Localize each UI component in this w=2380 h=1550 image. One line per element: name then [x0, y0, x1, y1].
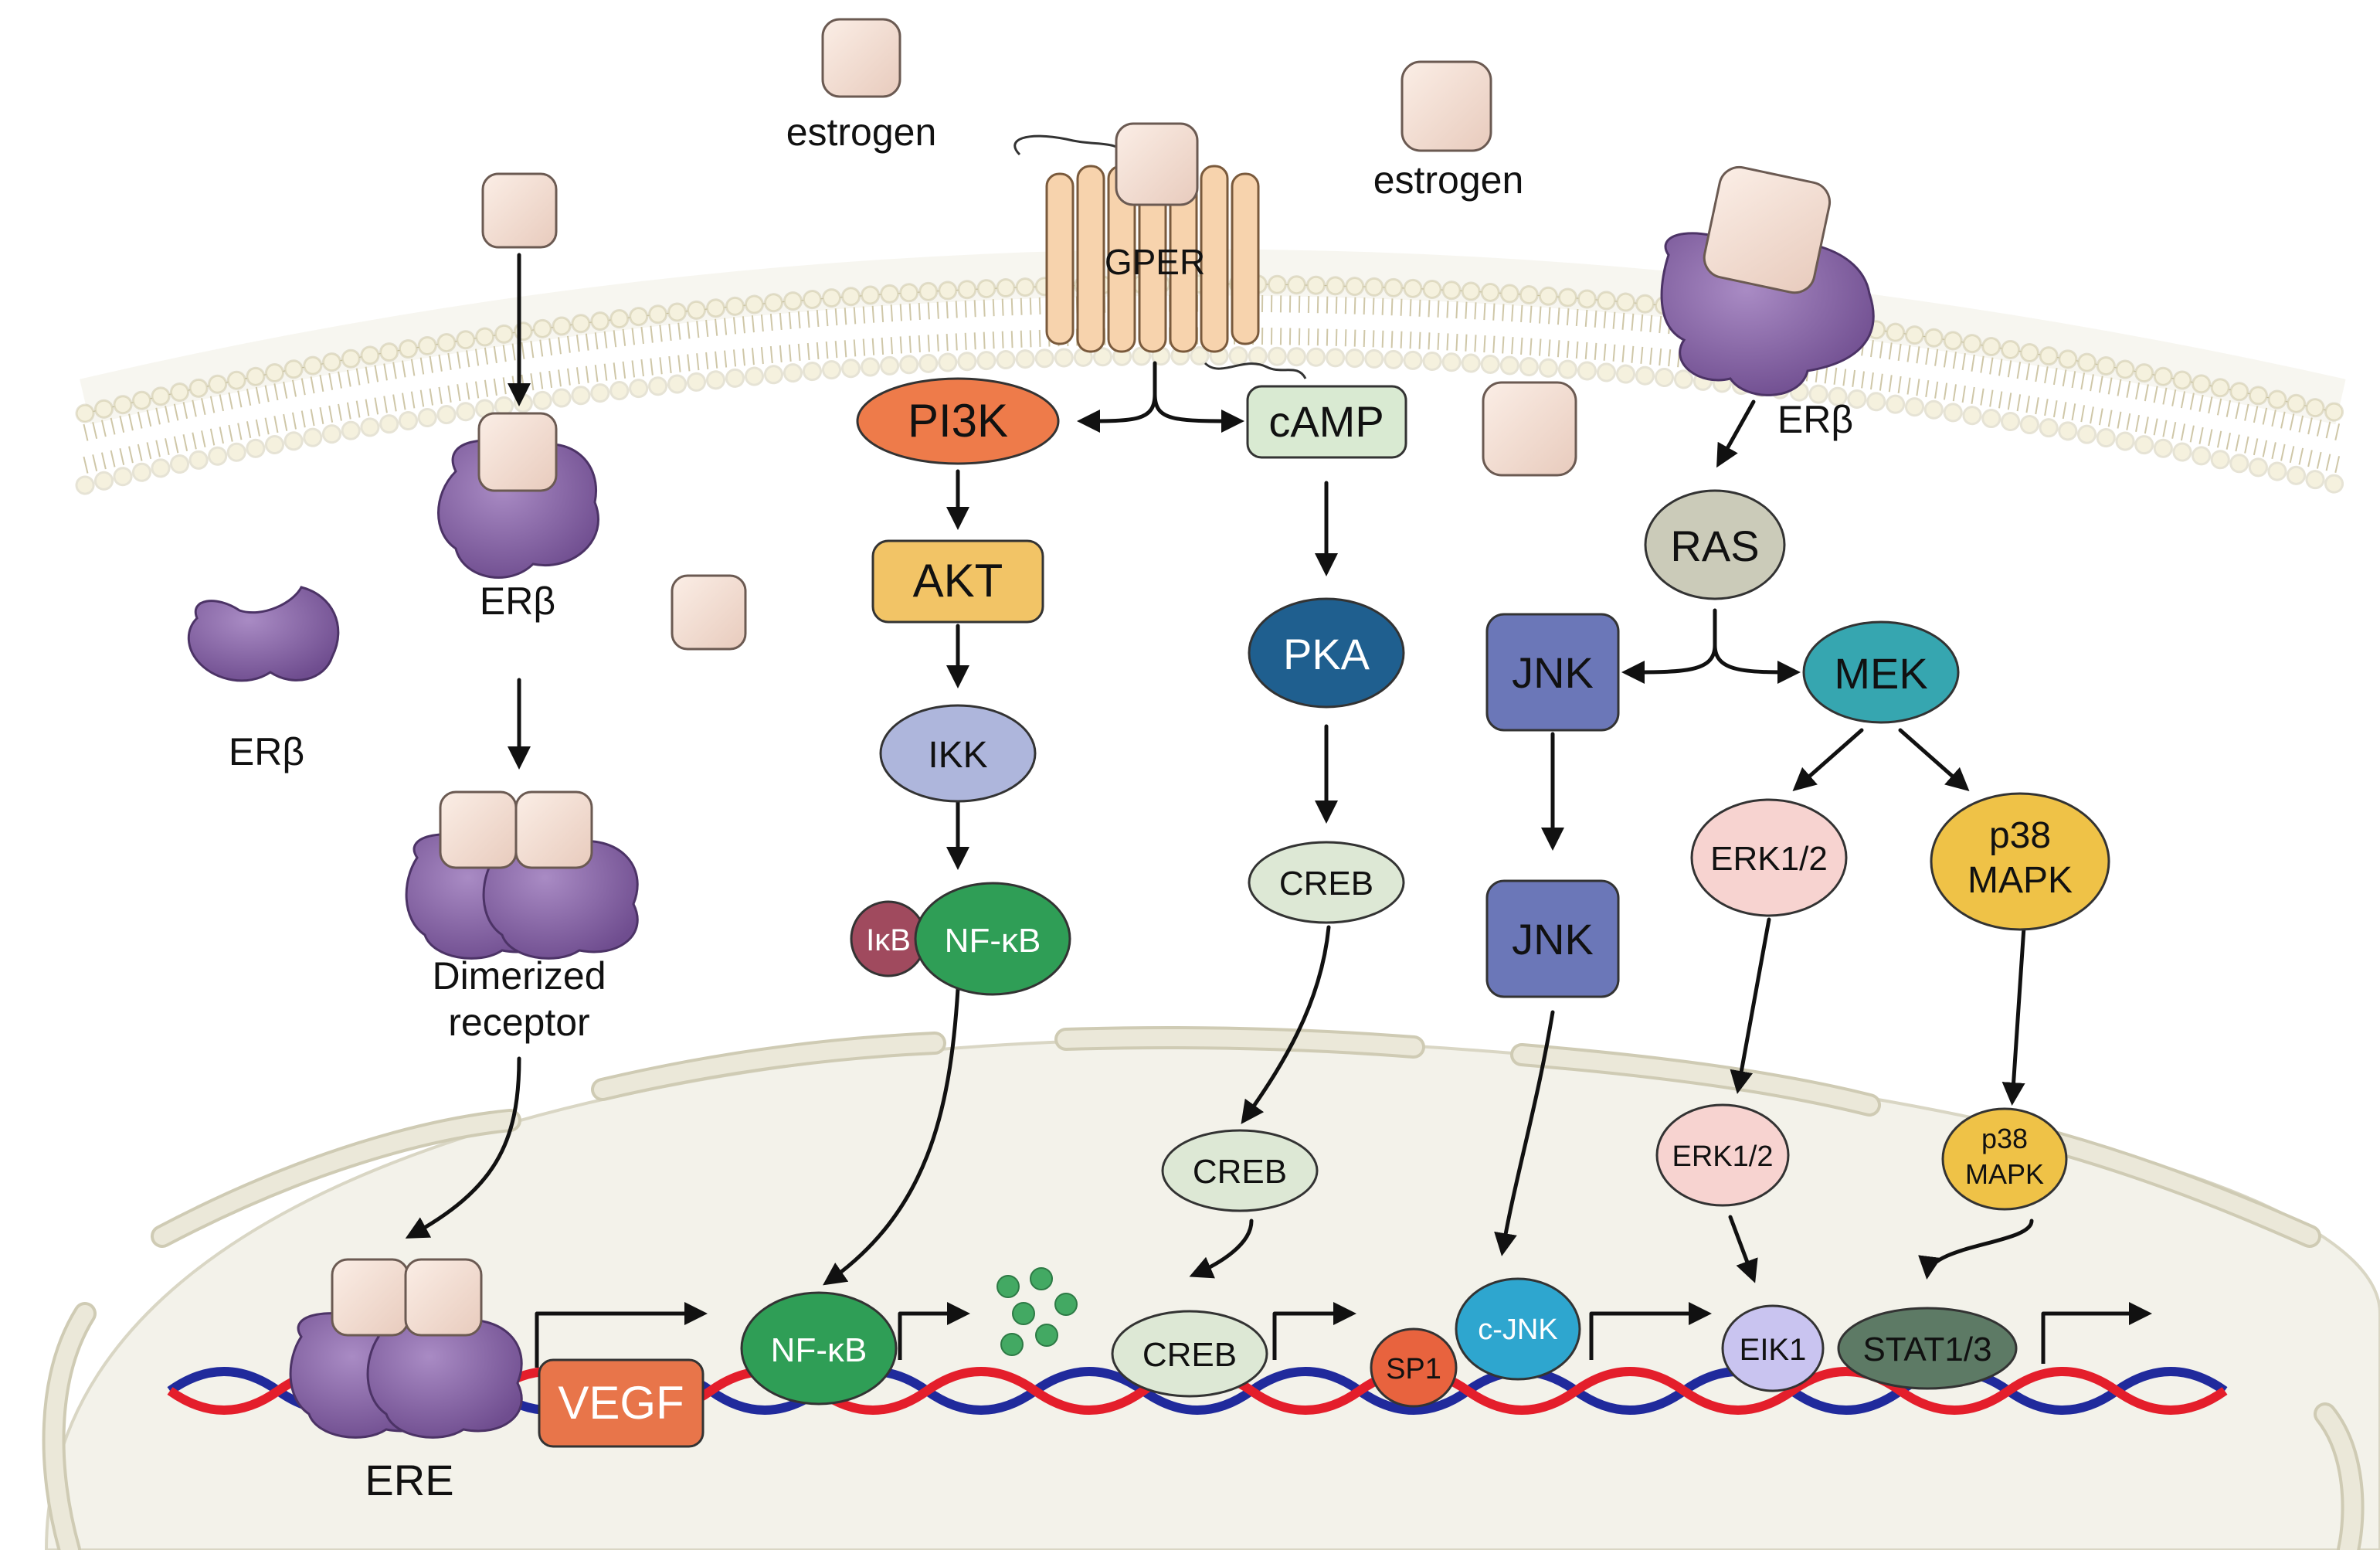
node-camp: cAMP [1246, 385, 1407, 459]
label-estrogen-2: estrogen [1373, 158, 1524, 202]
er-beta-membrane-receptor [1660, 165, 1875, 396]
node-erk-2-label: ERK1/2 [1672, 1140, 1774, 1173]
node-sp1: SP1 [1370, 1327, 1458, 1408]
label-er-beta-free: ERβ [229, 730, 304, 773]
node-pka: PKA [1248, 597, 1405, 709]
label-gper: GPER [1105, 242, 1205, 282]
node-p38-1-line2: MAPK [1967, 860, 2073, 901]
node-jnk-2-label: JNK [1512, 915, 1594, 964]
node-p38-1-line1: p38 [1989, 815, 2051, 856]
er-beta-free [187, 586, 340, 682]
node-ras: RAS [1644, 489, 1786, 600]
estrogen-molecule-5 [1482, 381, 1577, 477]
dimerized-receptor [405, 790, 639, 960]
node-p38-cytoplasm: p38 MAPK [1930, 792, 2110, 931]
label-ere: ERE [365, 1456, 453, 1504]
node-pi3k-label: PI3K [908, 395, 1008, 447]
node-eik1-label: EIK1 [1740, 1333, 1807, 1367]
node-p38-nucleus: p38 MAPK [1941, 1107, 2068, 1211]
node-sp1-label: SP1 [1386, 1353, 1441, 1385]
node-nfkb-nucleus: NF-κB [740, 1291, 898, 1406]
node-nfkb-nucleus-label: NF-κB [771, 1331, 867, 1369]
node-stat1-3: STAT1/3 [1837, 1307, 2018, 1390]
node-jnk-cytoplasm-2: JNK [1485, 879, 1620, 998]
node-c-jnk: c-JNK [1455, 1277, 1581, 1381]
node-vegf-label: VEGF [558, 1377, 684, 1429]
node-erk-cytoplasm: ERK1/2 [1690, 798, 1848, 917]
node-creb-nucleus: CREB [1161, 1129, 1319, 1212]
node-ikb-label: IκB [866, 923, 911, 957]
er-beta-bound [437, 412, 600, 579]
label-estrogen-1: estrogen [786, 110, 937, 154]
node-ikb: IκB [850, 900, 927, 977]
estrogen-molecule-2 [1400, 60, 1492, 152]
transcription-arrows [535, 1302, 2152, 1368]
estrogen-molecule-1 [821, 18, 901, 98]
node-vegf: VEGF [538, 1358, 704, 1448]
gper-receptor [1013, 122, 1307, 379]
estrogen-molecule-3 [481, 172, 558, 249]
node-pka-label: PKA [1283, 630, 1370, 678]
node-mek: MEK [1802, 620, 1960, 724]
node-creb-dna: CREB [1111, 1310, 1268, 1398]
label-dimerized-line1: Dimerized [432, 954, 606, 998]
node-erk-nucleus: ERK1/2 [1655, 1103, 1790, 1207]
label-er-beta-membrane: ERβ [1777, 398, 1853, 441]
node-pi3k: PI3K [856, 377, 1060, 465]
node-p38-2-line2: MAPK [1965, 1158, 2044, 1190]
node-jnk-1-label: JNK [1512, 648, 1594, 697]
node-eik1: EIK1 [1721, 1304, 1825, 1392]
label-dimerized-line2: receptor [448, 1001, 589, 1044]
node-nfkb: NF-κB [914, 882, 1071, 996]
node-nfkb-label: NF-κB [945, 922, 1041, 960]
estrogen-molecule-4 [671, 574, 747, 651]
node-c-jnk-label: c-JNK [1478, 1314, 1557, 1346]
node-erk-1-label: ERK1/2 [1710, 840, 1828, 878]
node-ras-label: RAS [1670, 522, 1759, 570]
node-creb-cytoplasm-label: CREB [1279, 865, 1373, 902]
node-ikk-label: IKK [928, 735, 987, 776]
nfkb-products [996, 1267, 1078, 1356]
label-er-beta-bound: ERβ [480, 580, 555, 623]
arrows [405, 253, 2034, 1286]
node-creb-cytoplasm: CREB [1248, 841, 1405, 924]
node-creb-nucleus-label: CREB [1193, 1153, 1287, 1191]
node-mek-label: MEK [1834, 649, 1927, 698]
node-camp-label: cAMP [1268, 397, 1384, 446]
node-akt-label: AKT [913, 555, 1003, 607]
node-ikk: IKK [879, 704, 1037, 803]
node-akt: AKT [871, 539, 1044, 624]
node-creb-dna-label: CREB [1142, 1336, 1237, 1374]
dimer-on-ere [289, 1258, 523, 1439]
node-stat1-3-label: STAT1/3 [1862, 1331, 1991, 1368]
node-p38-2-line1: p38 [1981, 1123, 2028, 1154]
node-jnk-cytoplasm-1: JNK [1485, 613, 1620, 732]
